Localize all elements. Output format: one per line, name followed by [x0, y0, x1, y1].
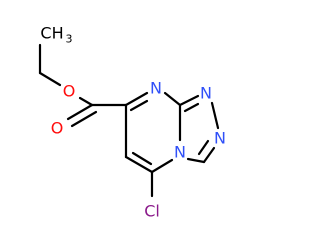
- bond-c7-n8-inner: [129, 99, 149, 112]
- bond-o-carbonyl: [78, 96, 94, 107]
- bond-n4-c5: [150, 158, 174, 174]
- bond-c5-c6-inner: [131, 151, 153, 166]
- bond-c7-n8: [124, 91, 149, 107]
- bond-c5-c6: [124, 155, 154, 174]
- atom-ch3-label: CH: [40, 24, 63, 43]
- bond-n2-c3-inner: [197, 139, 210, 156]
- bond-carbonyl-double-b: [70, 110, 98, 128]
- bond-c8a-n1: [178, 94, 200, 107]
- bond-c3-n4: [186, 157, 206, 164]
- atom-triazole-nitrogen-2: N: [214, 129, 226, 148]
- bond-n2-c3: [202, 146, 216, 164]
- atom-pyrimidine-nitrogen: N: [150, 79, 162, 98]
- bond-ch2-o: [38, 71, 62, 87]
- atom-bridgehead-nitrogen: N: [174, 143, 186, 162]
- atom-chlorine: Cl: [144, 202, 160, 221]
- bond-carbonyl-double-a: [66, 103, 94, 121]
- atom-labels: CH 3 O O N N N N Cl: [40, 24, 226, 221]
- bond-n8-c8a: [163, 91, 182, 107]
- atom-carbonyl-oxygen: O: [51, 119, 64, 138]
- bond-c8a-n1-inner: [183, 102, 200, 113]
- atom-ch3-subscript: 3: [66, 33, 73, 46]
- chemical-structure: CH 3 O O N N N N Cl: [38, 24, 226, 221]
- atom-ch3: CH 3: [40, 24, 72, 46]
- atom-ester-oxygen: O: [63, 82, 76, 101]
- bond-n1-n2: [210, 101, 220, 130]
- bonds: [38, 43, 220, 198]
- atom-triazole-nitrogen-1: N: [200, 84, 212, 103]
